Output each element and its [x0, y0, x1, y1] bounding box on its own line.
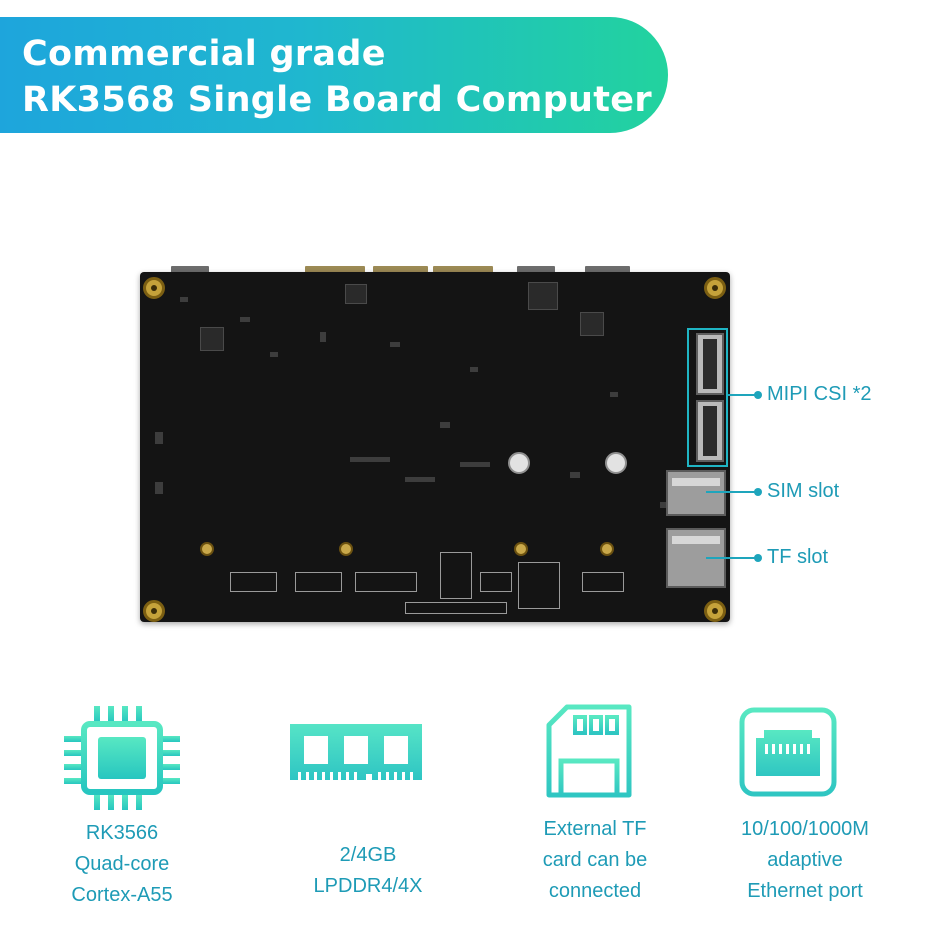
sim-leader-line — [706, 491, 760, 493]
tf-leader-line — [706, 557, 760, 559]
cpu-chip-icon — [64, 706, 180, 810]
feature-ethernet-line1: 10/100/1000M — [741, 818, 869, 840]
board-top-connectors — [165, 266, 635, 276]
feature-tf-label: External TF card can be connected — [505, 814, 685, 907]
board-screw-top-right — [704, 277, 726, 299]
sim-slot-label: SIM slot — [767, 480, 840, 502]
feature-tf-line2: card can be — [542, 849, 648, 871]
feature-memory-label: 2/4GB LPDDR4/4X — [278, 840, 458, 902]
title-banner — [0, 17, 668, 133]
feature-cpu-line2: Quad-core — [74, 853, 170, 875]
feature-memory-line2: LPDDR4/4X — [313, 875, 423, 897]
feature-cpu-label: RK3566 Quad-core Cortex-A55 — [32, 818, 212, 911]
banner-title-line2: RK3568 Single Board Computer — [22, 80, 652, 120]
feature-cpu-line1: RK3566 — [85, 822, 159, 844]
memory-module-icon — [290, 724, 422, 780]
feature-tf-line1: External TF — [543, 818, 647, 840]
banner-title-line1: Commercial grade — [22, 34, 386, 74]
feature-tf-line3: connected — [548, 880, 642, 902]
tf-slot-label: TF slot — [767, 546, 829, 568]
mipi-highlight-box — [687, 328, 728, 467]
board-screw-bottom-left — [143, 600, 165, 622]
mipi-leader-dot — [754, 391, 762, 399]
feature-ethernet-label: 10/100/1000M adaptive Ethernet port — [705, 814, 905, 907]
mipi-connector-1 — [696, 333, 724, 395]
feature-cpu-line3: Cortex-A55 — [71, 884, 173, 906]
board-photo — [140, 272, 730, 622]
mipi-csi-label: MIPI CSI *2 — [767, 383, 872, 405]
sim-slot — [666, 470, 726, 516]
board-screw-top-left — [143, 277, 165, 299]
feature-ethernet-line3: Ethernet port — [747, 880, 863, 902]
mipi-connector-2 — [696, 400, 724, 462]
sd-card-icon — [546, 704, 632, 798]
mipi-leader-line — [728, 394, 760, 396]
feature-memory-line1: 2/4GB — [339, 844, 397, 866]
feature-ethernet-line2: adaptive — [767, 849, 843, 871]
ethernet-port-icon — [739, 707, 837, 797]
sim-leader-dot — [754, 488, 762, 496]
tf-leader-dot — [754, 554, 762, 562]
board-screw-bottom-right — [704, 600, 726, 622]
